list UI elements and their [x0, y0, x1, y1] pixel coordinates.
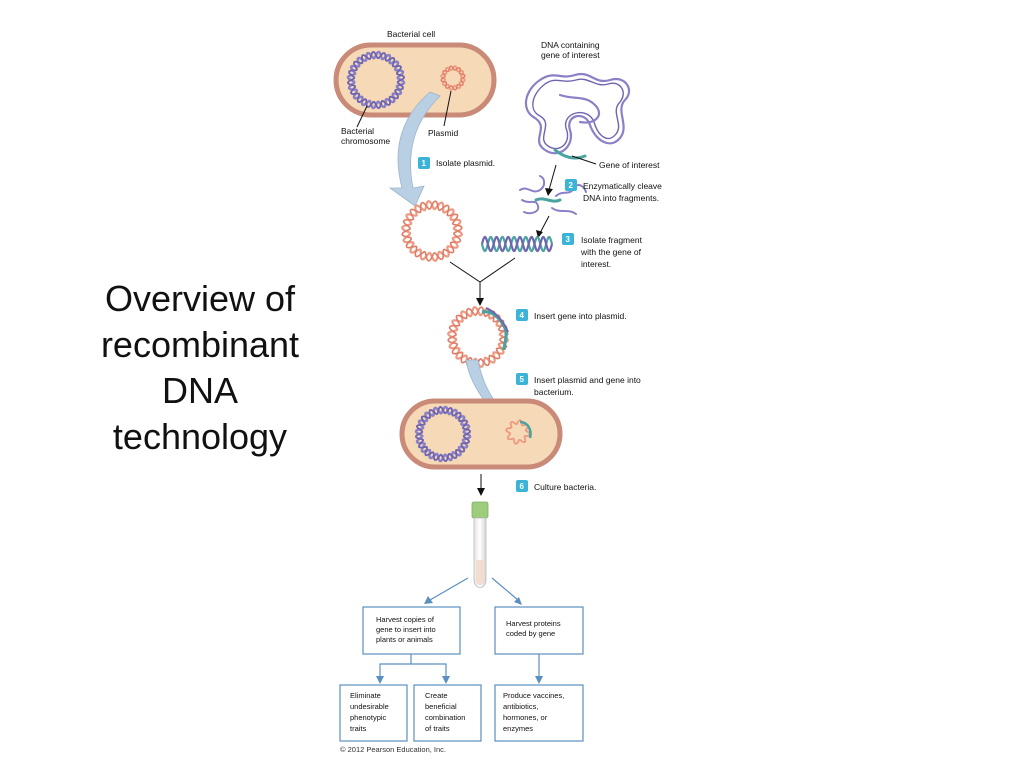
svg-text:Harvest copies of gene t: Harvest copies of gene to insert into pl…: [376, 615, 438, 644]
step-badge: [516, 480, 528, 492]
isolated-fragment: [480, 235, 554, 253]
eliminate-box: Eliminate undesirable phenotypic traits: [339, 684, 408, 742]
recombinant-plasmid-in-cell: [505, 419, 532, 445]
step-3: 3 Isolate fragment with the gene of inte…: [562, 233, 644, 269]
title-line: Overview of: [104, 278, 296, 319]
step-text: Isolate plasmid.: [436, 158, 495, 168]
harvest-copies-box: Harvest copies of gene to insert into pl…: [362, 606, 461, 655]
step-text: Enzymatically cleave DNA into fragments.: [583, 181, 664, 203]
recombinant-bacterium: [399, 398, 563, 470]
svg-text:5: 5: [520, 375, 525, 384]
plasmid: [440, 65, 466, 91]
step-text: Culture bacteria.: [534, 482, 596, 492]
step-6: 6 Culture bacteria.: [516, 480, 596, 492]
tangled-dna: [524, 72, 631, 160]
step-badge: [516, 373, 528, 385]
produce-box: Produce vaccines, antibiotics, hormones,…: [494, 684, 584, 742]
plasmid-pointer: [443, 90, 452, 127]
bacterial-chromosome: [346, 50, 406, 110]
step-4: 4 Insert gene into plasmid.: [516, 309, 627, 321]
isolated-plasmid: [401, 200, 463, 262]
copyright-notice: © 2012 Pearson Education, Inc.: [340, 745, 446, 754]
svg-text:Create beneficial: Create beneficial combination of traits: [425, 691, 468, 733]
gene-of-interest-label: Gene of interest: [599, 160, 660, 170]
step-5: 5 Insert plasmid and gene into bacterium…: [516, 373, 643, 397]
title-line: recombinant: [100, 324, 300, 365]
dna-fragments: [519, 175, 587, 215]
svg-text:6: 6: [520, 482, 525, 491]
title-line: DNA: [161, 370, 238, 411]
step-badge: [418, 157, 430, 169]
cleave-arrow: [548, 164, 557, 191]
step-badge: [565, 179, 577, 191]
step-1: 1 Isolate plasmid.: [418, 157, 495, 169]
harvest-proteins-box: Harvest proteins coded by gene: [494, 606, 584, 655]
chromosome-pointer: [356, 105, 368, 128]
svg-text:Produce vaccines, antibi: Produce vaccines, antibiotics, hormones,…: [503, 691, 566, 733]
svg-text:2: 2: [569, 181, 574, 190]
step-badge: [562, 233, 574, 245]
step-text: Isolate fragment with the gene of intere…: [580, 235, 644, 269]
join-lines: [449, 257, 516, 283]
step-2: 2 Enzymatically cleave DNA into fragment…: [565, 179, 664, 203]
step-text: Insert gene into plasmid.: [534, 311, 627, 321]
svg-text:3: 3: [566, 235, 571, 244]
step-text: Insert plasmid and gene into bacterium.: [534, 375, 643, 397]
svg-text:Harvest proteins coded b: Harvest proteins coded by gene: [506, 619, 563, 638]
isolate-arrow: [388, 91, 441, 207]
dna-containing-label: DNA containing gene of interest: [541, 40, 602, 60]
bacterium-chromosome: [414, 405, 472, 463]
svg-text:1: 1: [422, 159, 427, 168]
gene-pointer: [571, 155, 597, 165]
plasmid-label: Plasmid: [428, 128, 459, 138]
bacterial-chromosome-label: Bacterial chromosome: [341, 126, 390, 146]
create-box: Create beneficial combination of traits: [413, 684, 482, 742]
step-badge: [516, 309, 528, 321]
svg-text:4: 4: [520, 311, 525, 320]
title-line: technology: [112, 416, 288, 457]
tube-cap: [471, 501, 489, 519]
bacterial-cell-label: Bacterial cell: [387, 29, 435, 39]
bacterial-cell: [333, 42, 497, 118]
recombinant-plasmid: [447, 306, 509, 368]
test-tube: [471, 501, 489, 588]
inserted-gene: [481, 310, 508, 351]
svg-text:Eliminate undesirable: Eliminate undesirable phenotypic traits: [350, 691, 391, 733]
title: Overview of recombinant DNA technology: [70, 276, 330, 460]
